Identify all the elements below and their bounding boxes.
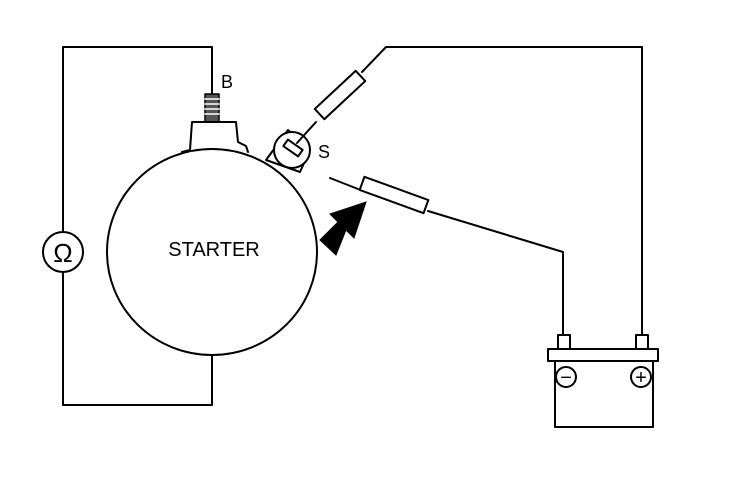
terminal-s-label: S <box>318 142 330 162</box>
ohmmeter-symbol: Ω <box>53 238 72 268</box>
ohmmeter-wire-bottom <box>62 272 213 406</box>
ohmmeter-icon <box>42 231 84 273</box>
battery-positive-symbol: + <box>635 367 647 389</box>
ohmmeter-wire-top <box>62 46 213 233</box>
probe-icon-negative <box>329 175 564 253</box>
starter-body <box>106 148 318 356</box>
starter-label: STARTER <box>168 239 260 261</box>
battery-icon <box>547 334 659 428</box>
arrow-icon <box>319 201 367 256</box>
terminal-b-stud <box>204 93 220 123</box>
battery-negative-symbol: − <box>560 367 572 389</box>
terminal-b-label: B <box>221 72 233 92</box>
probe-icon-positive <box>296 46 387 144</box>
positive-wire <box>385 46 643 339</box>
solenoid-housing <box>181 121 249 153</box>
